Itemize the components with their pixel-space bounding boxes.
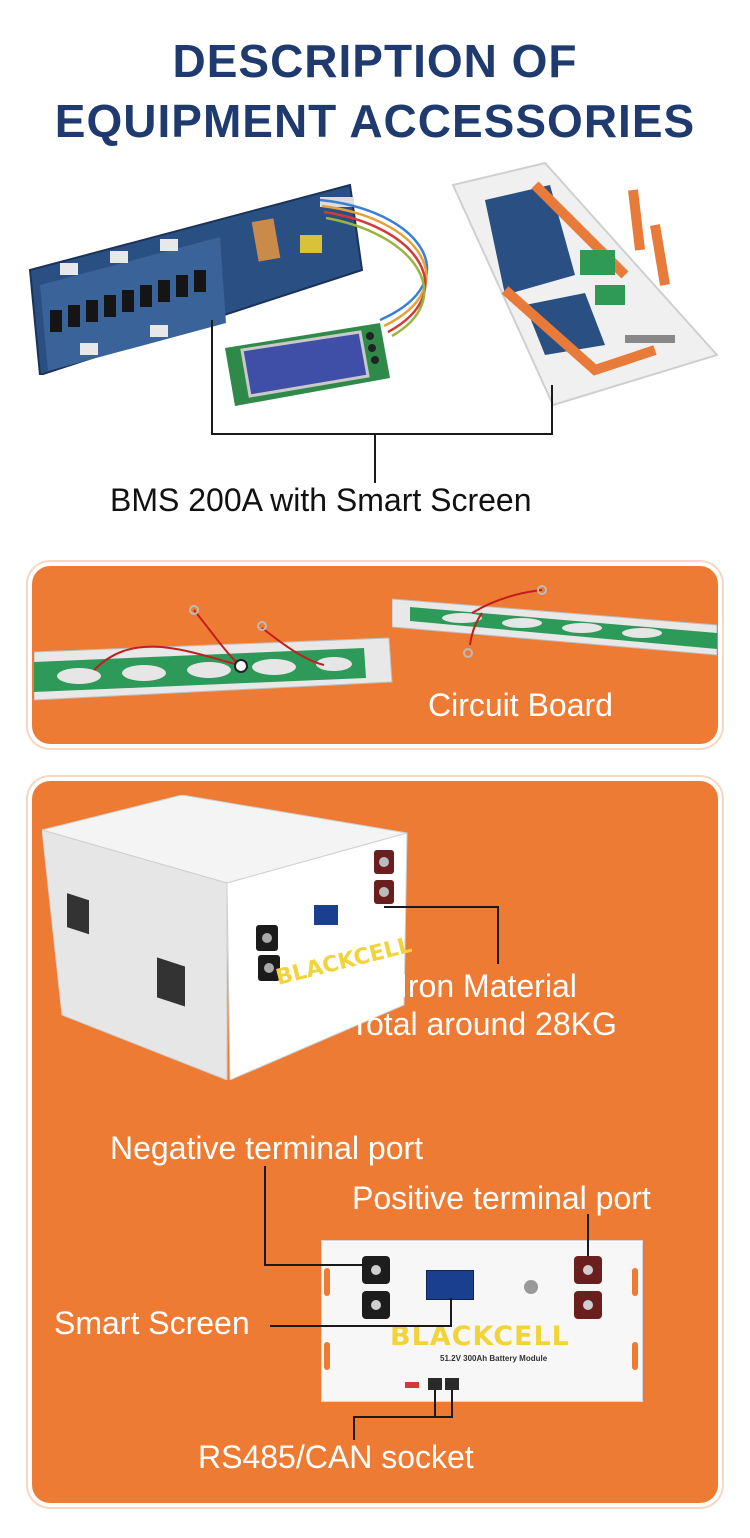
circuit-board-right-illustration	[392, 585, 717, 658]
front-panel-tab-left2	[324, 1342, 330, 1370]
lcd-screen-module	[225, 323, 390, 406]
socket-callout-stem	[353, 1416, 355, 1440]
bms-bracket-left	[211, 320, 213, 435]
screen-wires	[319, 198, 429, 338]
module-spec-text: 51.2V 300Ah Battery Module	[440, 1354, 548, 1363]
bms-caption: BMS 200A with Smart Screen	[110, 482, 532, 518]
iron-connector-h	[384, 906, 498, 908]
front-panel-tab-left	[324, 1268, 330, 1296]
battery-box-illustration: BLACKCELL	[42, 795, 412, 1080]
circuit-board-left-illustration	[34, 605, 393, 701]
circuit-board-caption: Circuit Board	[428, 687, 613, 723]
iron-material-label: Iron Material	[399, 968, 577, 1004]
total-weight-label: Total around 28KG	[350, 1006, 617, 1042]
screen-callout-v	[450, 1298, 452, 1326]
front-brand-text: BLACKCELL	[390, 1321, 570, 1352]
socket-callout-v2	[451, 1390, 453, 1418]
socket-callout-h	[353, 1416, 453, 1418]
front-panel-tab-right	[632, 1268, 638, 1296]
rs485-port-1	[428, 1378, 442, 1390]
positive-callout-v	[587, 1214, 589, 1256]
dip-switch	[405, 1382, 419, 1388]
bms-housing-illustration	[451, 161, 719, 407]
screen-callout-h	[270, 1325, 452, 1327]
bms-bracket-right	[551, 385, 553, 435]
socket-callout-v1	[434, 1390, 436, 1418]
negative-terminal-label: Negative terminal port	[110, 1130, 424, 1166]
negative-callout-h	[264, 1264, 364, 1266]
positive-terminal-label: Positive terminal port	[352, 1180, 651, 1216]
page-title-line2: EQUIPMENT ACCESSORIES	[54, 95, 696, 147]
smart-screen-label: Smart Screen	[54, 1305, 250, 1341]
page-title-line1: DESCRIPTION OF	[172, 35, 578, 87]
rs485-can-socket-label: RS485/CAN socket	[198, 1439, 474, 1475]
front-panel-tab-right2	[632, 1342, 638, 1370]
bms-board-illustration	[28, 183, 364, 375]
iron-connector-v	[497, 906, 499, 964]
terminal-bolt	[583, 1300, 593, 1310]
terminal-bolt	[583, 1265, 593, 1275]
power-button	[524, 1280, 538, 1294]
terminal-bolt	[371, 1300, 381, 1310]
bms-bracket-stem	[374, 433, 376, 483]
negative-callout-v	[264, 1166, 266, 1266]
rs485-port-2	[445, 1378, 459, 1390]
terminal-bolt	[371, 1265, 381, 1275]
smart-screen-display	[426, 1270, 474, 1300]
bms-bracket-bottom	[211, 433, 553, 435]
